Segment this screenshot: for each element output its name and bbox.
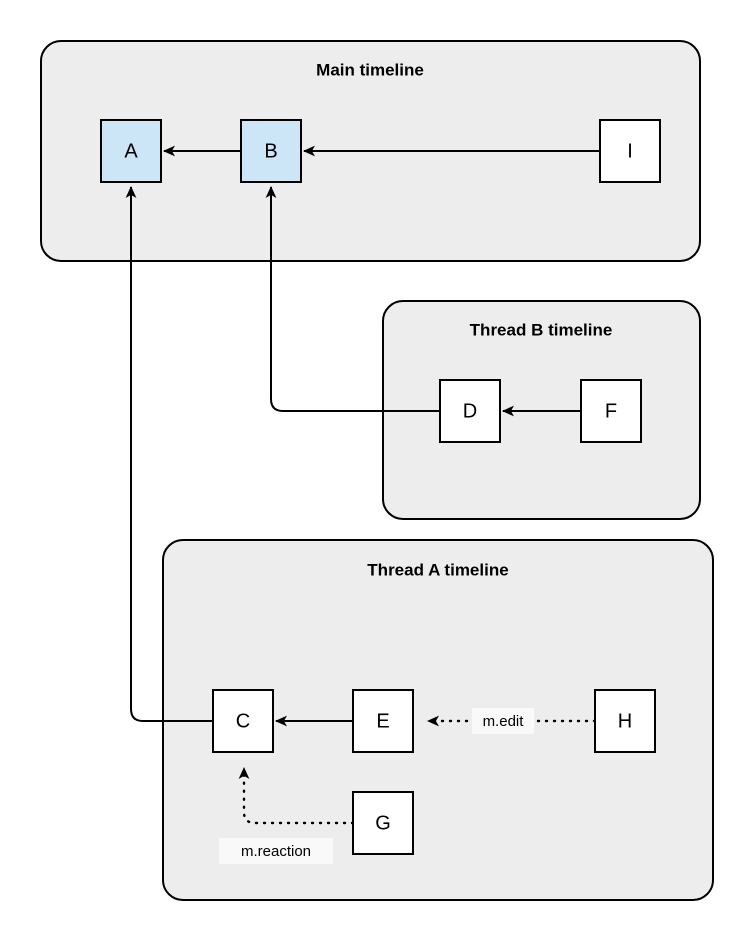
group-thread-a-timeline-title: Thread A timeline	[367, 560, 508, 579]
node-h-rect	[594, 689, 656, 753]
edge-d-to-b[interactable]	[265, 186, 440, 412]
node-b-label: B	[264, 140, 277, 162]
node-c-rect	[212, 689, 274, 753]
edge-c-to-a-path	[125, 186, 213, 722]
node-i[interactable]: I	[599, 119, 661, 183]
node-c-label: C	[236, 710, 250, 732]
node-b-rect	[240, 119, 302, 183]
node-f-rect	[580, 379, 642, 443]
edge-c-to-a[interactable]	[125, 186, 213, 722]
node-d-label: D	[463, 400, 477, 422]
node-d-rect	[439, 379, 501, 443]
group-thread-b-timeline-title: Thread B timeline	[470, 320, 613, 339]
node-i-label: I	[627, 140, 633, 162]
edge-g-to-c-label-bg	[219, 838, 333, 864]
edge-h-to-e[interactable]: m.edit	[426, 708, 597, 734]
node-a-rect	[100, 119, 162, 183]
group-main-timeline-title: Main timeline	[316, 60, 424, 79]
node-g[interactable]: G	[352, 791, 414, 855]
node-b[interactable]: B	[240, 119, 302, 183]
node-g-rect	[352, 791, 414, 855]
node-e[interactable]: E	[352, 689, 414, 753]
node-h[interactable]: H	[594, 689, 656, 753]
node-f[interactable]: F	[580, 379, 642, 443]
node-d[interactable]: D	[439, 379, 501, 443]
node-c[interactable]: C	[212, 689, 274, 753]
node-e-label: E	[376, 710, 389, 732]
node-h-label: H	[618, 710, 632, 732]
node-f-label: F	[605, 400, 617, 422]
node-e-rect	[352, 689, 414, 753]
edge-g-to-c-label: m.reaction	[241, 843, 311, 860]
edge-h-to-e-label-bg	[472, 708, 534, 734]
node-i-rect	[599, 119, 661, 183]
edge-d-to-b-path	[265, 186, 440, 412]
edge-h-to-e-label: m.edit	[483, 713, 525, 730]
node-a-label: A	[124, 140, 138, 162]
node-g-label: G	[375, 812, 391, 834]
node-a[interactable]: A	[100, 119, 162, 183]
edge-g-to-c[interactable]: m.reaction	[219, 766, 355, 864]
edge-g-to-c-path	[238, 766, 355, 825]
